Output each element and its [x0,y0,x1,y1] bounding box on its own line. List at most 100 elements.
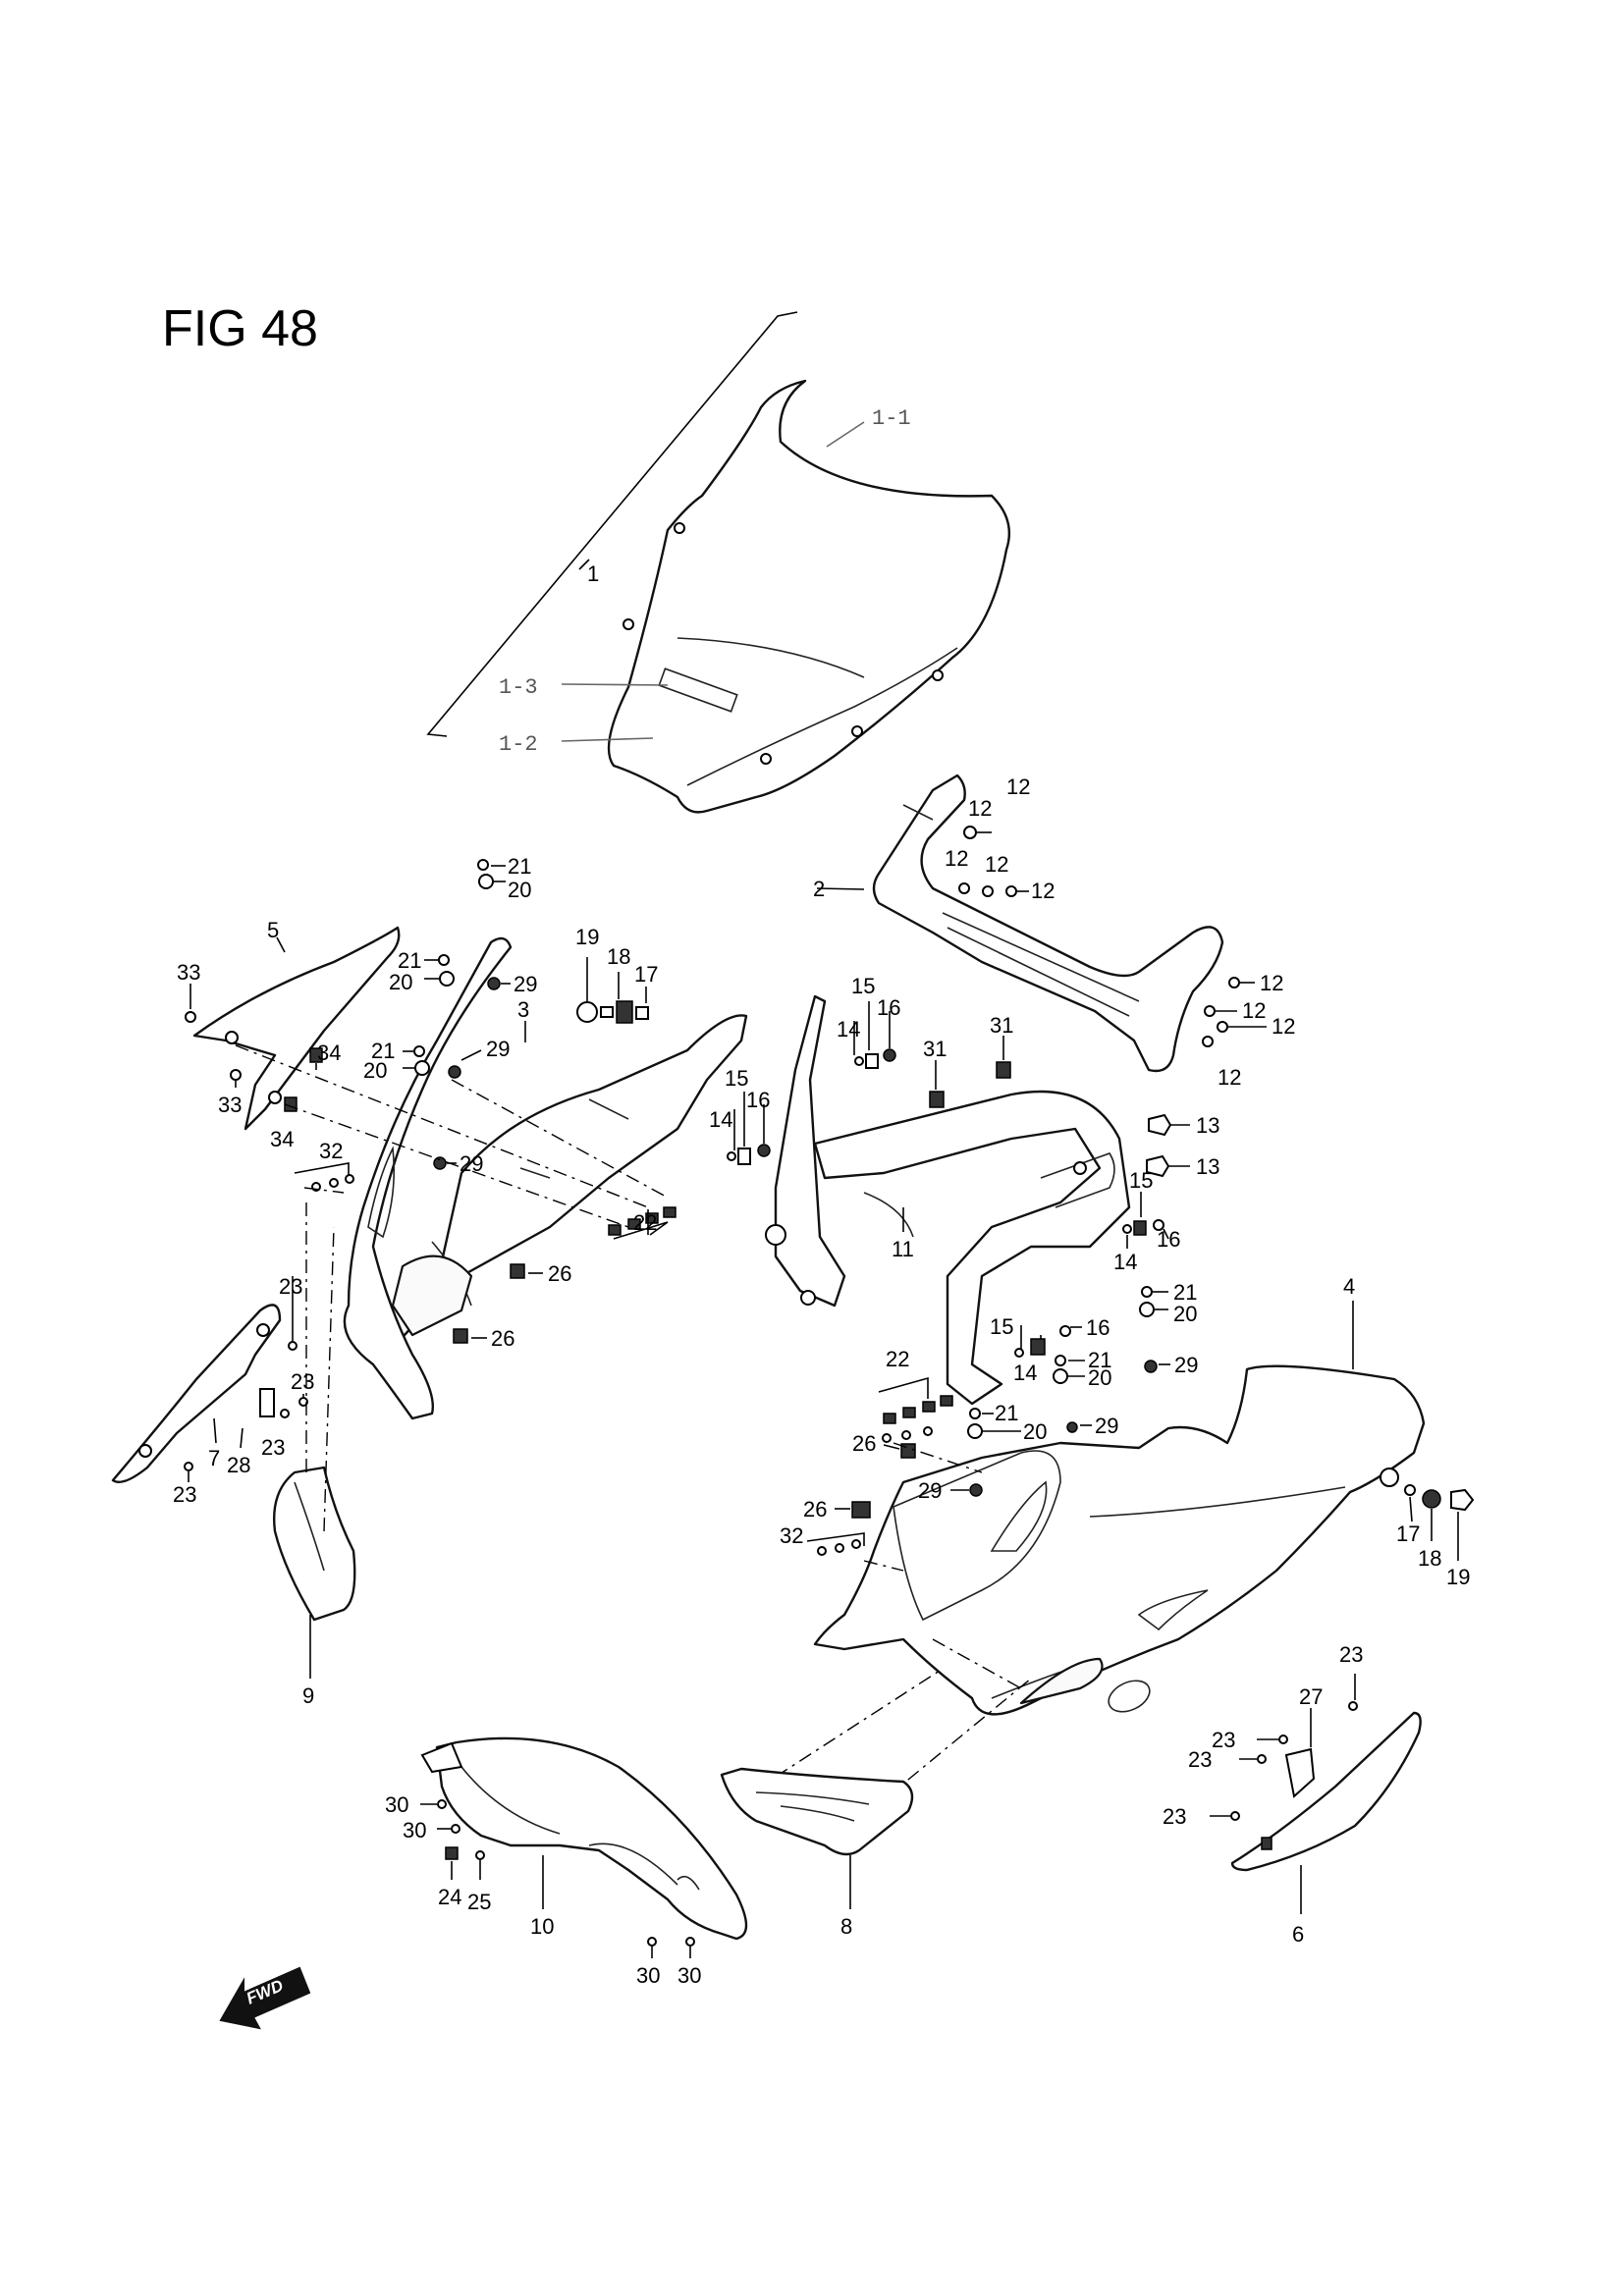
callout-34a: 34 [317,1041,341,1065]
callout-6: 6 [1292,1922,1304,1947]
callout-19b: 19 [1446,1565,1470,1589]
callout-14a: 14 [837,1017,860,1041]
callout-29e: 29 [1095,1414,1118,1438]
callout-23d: 23 [261,1435,285,1460]
side-garnish-6 [1230,1711,1422,1872]
left-upper-cowling [343,936,513,1420]
callout-23h: 23 [1163,1804,1186,1829]
callout-23b: 23 [291,1369,314,1394]
callout-23c: 23 [173,1482,196,1507]
callout-1-1: 1-1 [872,406,911,431]
figure-title: FIG 48 [162,300,318,357]
callout-14b: 14 [709,1107,732,1132]
callout-15c: 15 [1129,1168,1153,1193]
callout-26d: 26 [803,1497,827,1522]
windscreen-group-bracket [426,311,798,737]
side-garnish-9 [273,1466,356,1622]
fwd-arrow-icon [219,1966,311,2030]
callout-26a: 26 [548,1261,571,1286]
callout-27: 27 [1299,1684,1323,1709]
screw-12-group: 12 12 12 12 12 12 12 12 12 [945,774,1295,1090]
callout-23f: 23 [1212,1728,1235,1752]
right-lower-cover-assembly: 6 27 23 23 23 23 [1163,1642,1422,1947]
callout-12e: 12 [1031,879,1055,903]
callout-25: 25 [467,1890,491,1914]
callout-23g: 23 [1188,1747,1212,1772]
windscreen-label-decal [658,667,738,713]
meter-panel [872,774,1224,1073]
callout-12c: 12 [945,846,968,871]
callout-14d: 14 [1013,1361,1037,1385]
callout-32b: 32 [780,1523,803,1548]
callout-20f: 20 [1023,1419,1047,1444]
lower-side-cover-10 [435,1736,748,1941]
callout-8: 8 [840,1914,852,1939]
callout-15d: 15 [990,1314,1013,1339]
side-cover-7 [111,1304,282,1484]
callout-26c: 26 [852,1431,876,1456]
callout-21a: 21 [508,854,531,879]
callout-22b: 22 [886,1347,909,1371]
callout-30a: 30 [385,1792,408,1817]
callout-15a: 15 [851,974,875,998]
callout-10: 10 [530,1914,554,1939]
callout-12f: 12 [1260,971,1283,995]
callout-19a: 19 [575,925,599,949]
callout-20d: 20 [1173,1302,1197,1326]
windscreen [607,379,1011,814]
callout-32a: 32 [319,1139,343,1163]
callout-22a: 22 [633,1210,657,1235]
callout-13b: 13 [1196,1154,1219,1179]
callout-21b: 21 [398,948,421,973]
windscreen-assembly: 1 1-1 1-3 1-2 [426,311,1011,814]
callout-13a: 13 [1196,1113,1219,1138]
cowling-bracket [774,994,846,1308]
callout-12h: 12 [1272,1014,1295,1039]
callout-7: 7 [208,1446,220,1470]
callout-16a: 16 [877,995,900,1020]
callout-17a: 17 [634,962,658,987]
callout-33a: 33 [177,960,200,985]
callout-14c: 14 [1113,1250,1137,1274]
callout-12d: 12 [985,852,1008,877]
callout-21e: 21 [1088,1348,1111,1372]
callout-5: 5 [267,918,279,942]
callout-12b: 12 [968,796,992,821]
callout-18a: 18 [607,944,630,969]
callout-1: 1 [587,561,599,586]
callout-20b: 20 [389,970,412,994]
callout-28: 28 [227,1453,250,1477]
left-side-cowling-assembly: 3 5 7 28 9 33 33 34 34 32 [111,854,748,1708]
frame-bracket-assembly: 11 14 15 16 14 15 16 31 31 13 13 14 15 1… [709,974,1219,1406]
callout-17b: 17 [1396,1522,1420,1546]
callout-29c: 29 [460,1151,483,1176]
callout-16d: 16 [1086,1315,1110,1340]
callout-16b: 16 [746,1088,770,1112]
callout-16c: 16 [1157,1227,1180,1252]
meter-panel-assembly: 2 12 12 12 12 12 12 12 12 12 [813,774,1295,1090]
callout-31a: 31 [923,1037,947,1061]
callout-29d: 29 [1174,1353,1198,1377]
callout-12g: 12 [1242,998,1266,1023]
callout-18b: 18 [1418,1546,1441,1571]
side-cover-5 [192,926,401,1131]
callout-1-3: 1-3 [499,675,538,700]
callout-21f: 21 [995,1401,1018,1425]
callout-29b: 29 [486,1037,510,1061]
callout-11: 11 [892,1237,914,1261]
callout-2: 2 [813,877,825,901]
lower-cowling-assembly: 4 17 18 19 21 20 21 20 29 21 20 29 29 22… [775,1274,1475,1817]
lower-side-cover-assembly: 10 30 30 30 30 24 25 [385,1736,748,1988]
callout-33b: 33 [218,1093,242,1117]
callout-30c: 30 [636,1963,660,1988]
lower-center-cover-assembly: 8 [720,1767,914,1939]
callout-30b: 30 [403,1818,426,1842]
callout-23e: 23 [1339,1642,1363,1667]
callout-29a: 29 [514,972,537,996]
callout-26b: 26 [491,1326,514,1351]
callout-12i: 12 [1218,1065,1241,1090]
callout-21c: 21 [371,1039,395,1063]
callout-9: 9 [302,1683,314,1708]
